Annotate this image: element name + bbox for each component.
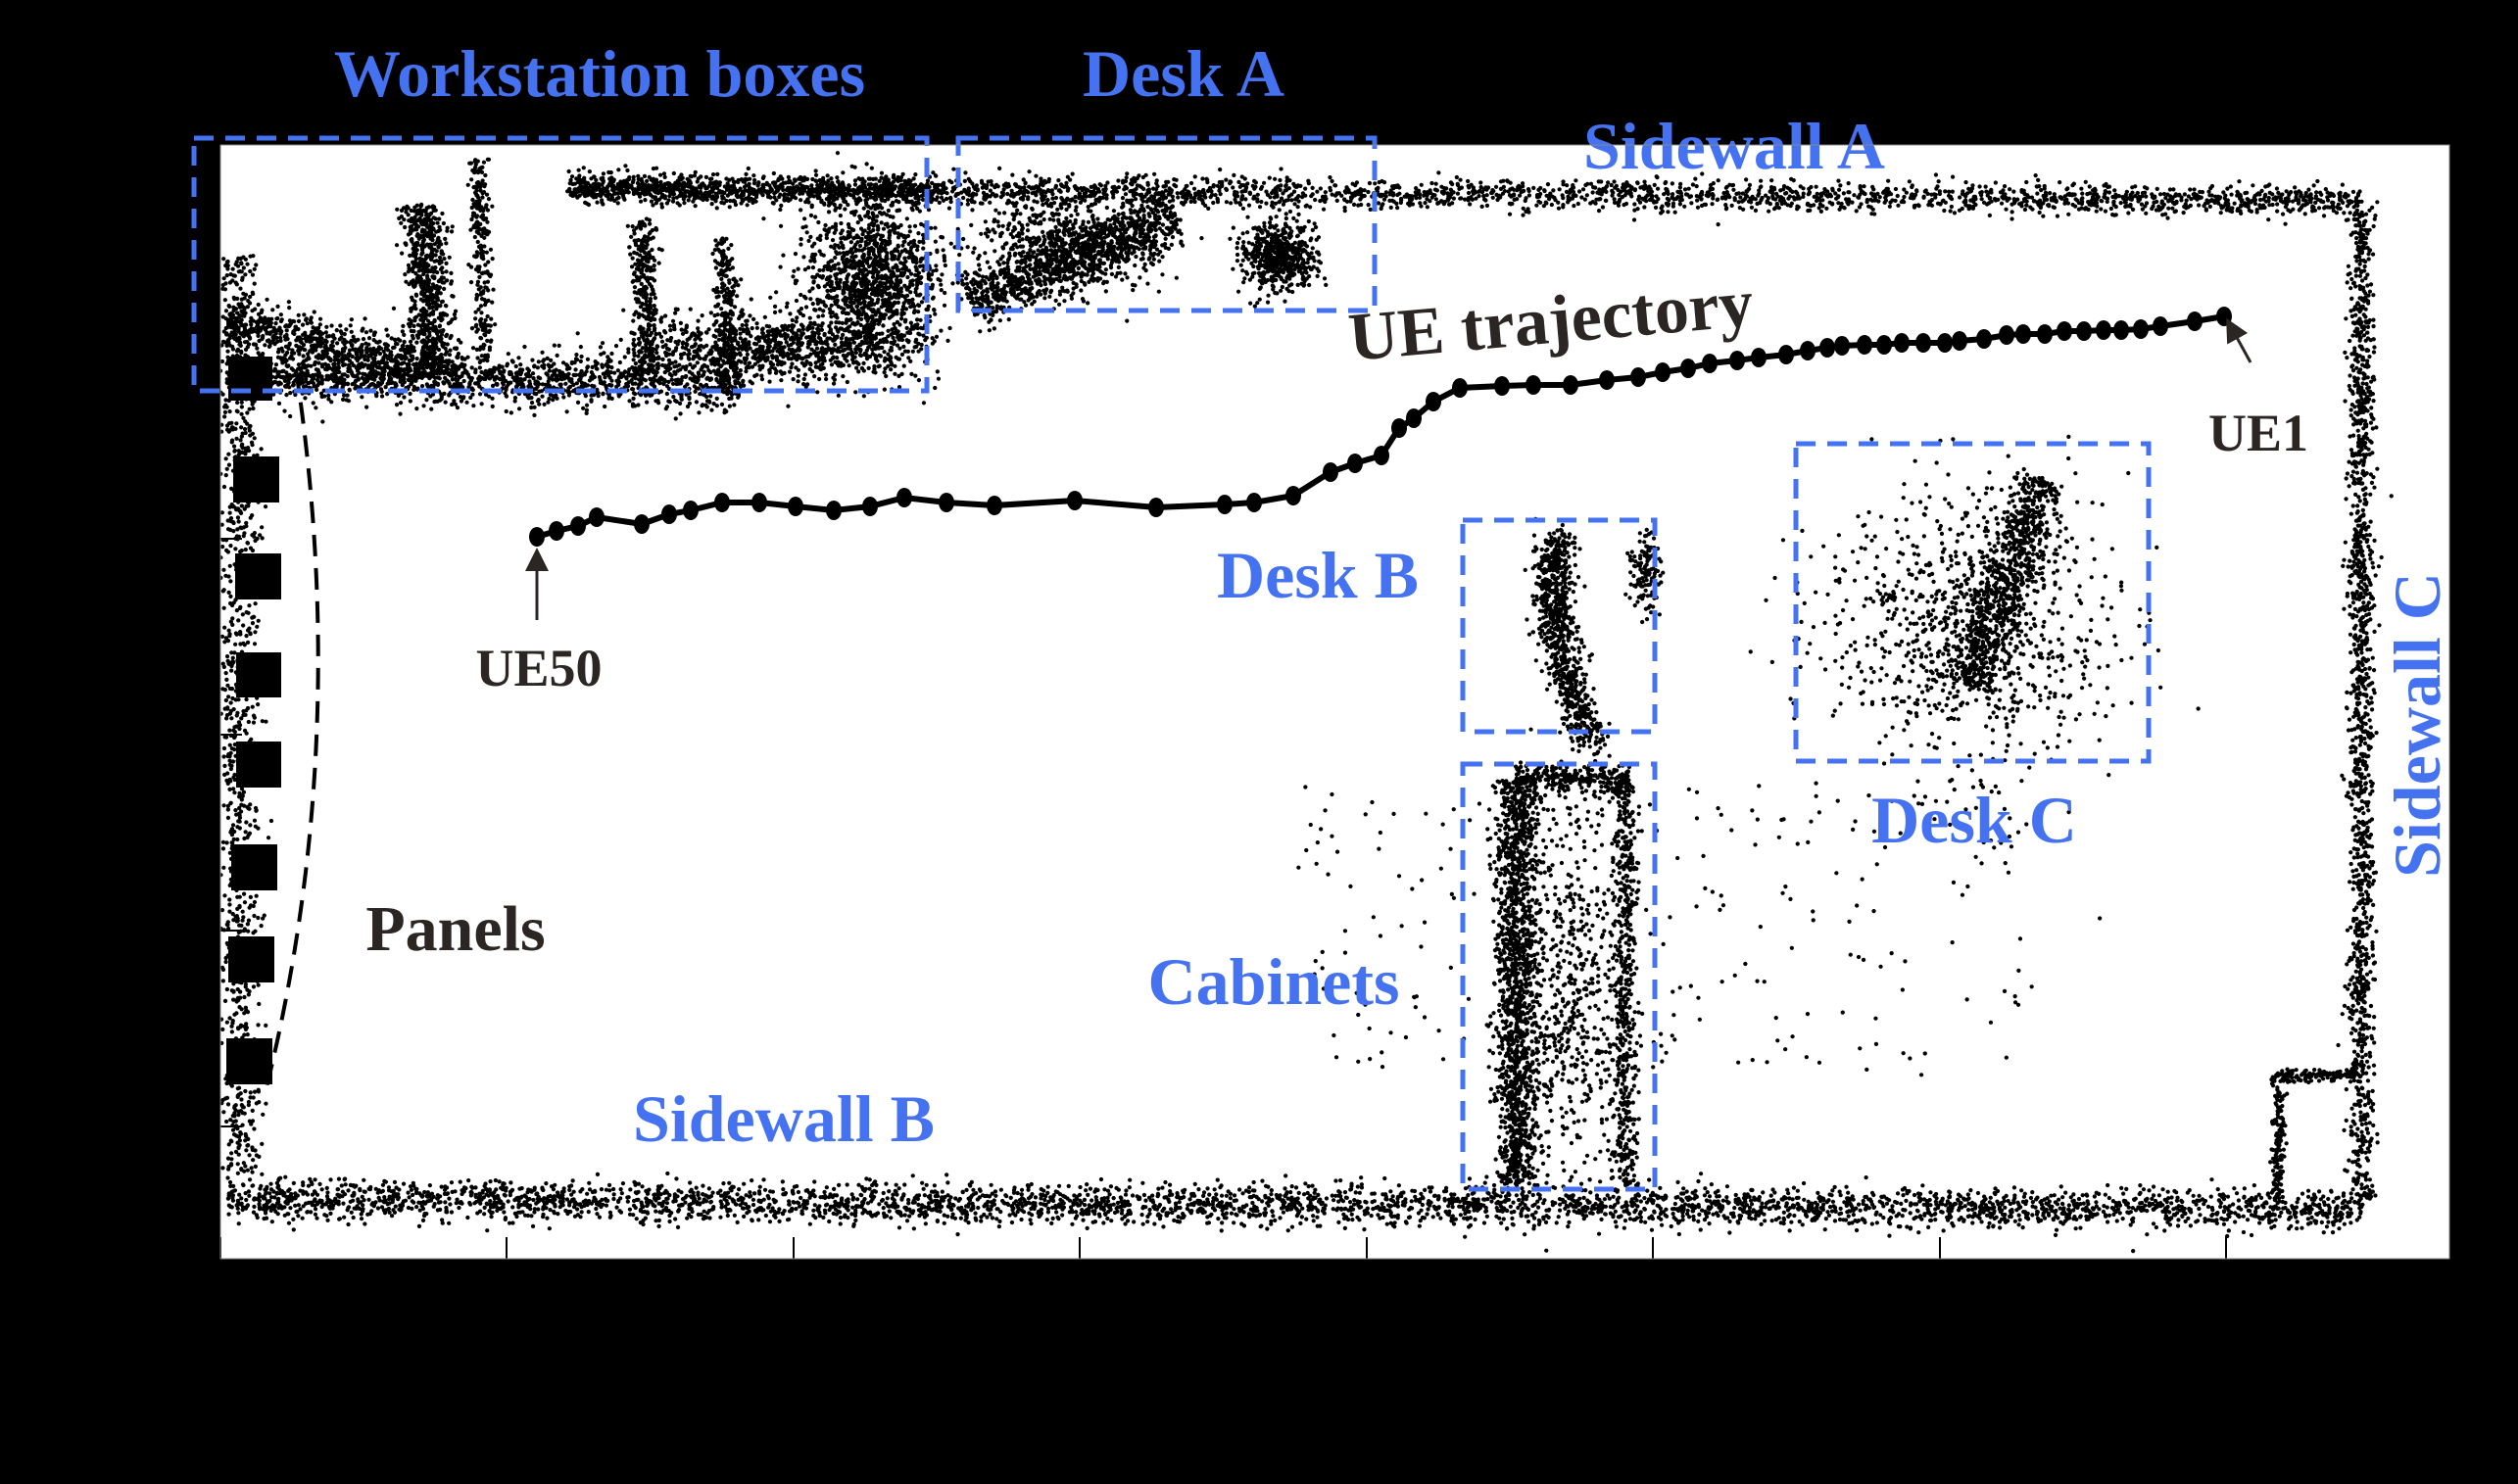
trajectory-point	[2113, 320, 2129, 340]
trajectory-point	[2037, 324, 2053, 344]
trajectory-point	[1148, 498, 1164, 517]
desk-b-label: Desk B	[1217, 538, 1419, 612]
trajectory-point	[683, 501, 699, 520]
trajectory-point	[1426, 392, 1441, 411]
point-cloud-dots	[218, 151, 2394, 1254]
cabinets-label: Cabinets	[1148, 944, 1400, 1019]
panel-element	[231, 844, 277, 890]
trajectory-point	[1563, 375, 1578, 395]
trajectory-point	[1702, 354, 1718, 373]
trajectory-point	[1976, 329, 1992, 349]
plot-border	[219, 144, 2450, 1260]
trajectory-point	[1778, 345, 1794, 364]
trajectory-point	[1999, 325, 2014, 345]
trajectory-point	[2076, 321, 2092, 341]
trajectory-point	[529, 527, 545, 547]
trajectory-point	[788, 497, 803, 516]
panel-element	[236, 742, 281, 788]
sidewall-c-label: Sidewall C	[2380, 572, 2454, 878]
desk-c-box	[1793, 441, 2152, 764]
trajectory-point	[570, 516, 586, 536]
panel-element	[228, 357, 272, 401]
trajectory-point	[1374, 446, 1389, 465]
trajectory-point	[1217, 495, 1233, 514]
panel-element	[235, 553, 281, 599]
trajectory-point	[1937, 333, 1953, 353]
panel-element	[228, 936, 274, 982]
trajectory-point	[2096, 320, 2111, 340]
panel-element	[236, 652, 281, 697]
trajectory-point	[826, 501, 842, 520]
trajectory-point	[1406, 408, 1422, 428]
sidewall-b-label: Sidewall B	[633, 1081, 935, 1156]
trajectory-point	[1347, 454, 1363, 473]
trajectory-point	[1819, 338, 1835, 358]
trajectory-point	[2133, 319, 2149, 339]
trajectory-point	[1452, 378, 1468, 398]
trajectory-point	[634, 514, 650, 534]
ue1-label: UE1	[2208, 404, 2308, 462]
trajectory-point	[589, 507, 605, 527]
ue-trajectory-line	[529, 307, 2232, 547]
trajectory-point	[549, 521, 564, 541]
trajectory-point	[1655, 362, 1671, 382]
trajectory-point	[862, 497, 878, 516]
panel-array	[226, 357, 320, 1096]
annotation-arrows	[525, 317, 2252, 620]
trajectory-point	[2015, 324, 2031, 344]
workstation-boxes-label: Workstation boxes	[334, 36, 865, 111]
trajectory-point	[1246, 493, 1262, 512]
trajectory-point	[714, 493, 730, 512]
ue50-label: UE50	[475, 639, 602, 697]
desk-c-label: Desk C	[1871, 783, 2077, 857]
cabinets-box	[1460, 761, 1658, 1192]
trajectory-point	[2187, 311, 2203, 331]
trajectory-point	[1857, 335, 1872, 355]
trajectory-point	[987, 496, 1002, 515]
trajectory-point	[1952, 331, 1967, 351]
trajectory-point	[1599, 370, 1615, 390]
trajectory-point	[751, 493, 767, 512]
trajectory-point	[1834, 336, 1850, 356]
trajectory-point	[2057, 321, 2072, 341]
trajectory-point	[1285, 486, 1301, 505]
trajectory-point	[1751, 348, 1767, 367]
dashed-object-boxes	[191, 135, 2152, 1192]
trajectory-point	[1323, 462, 1338, 482]
desk-a-label: Desk A	[1083, 36, 1284, 111]
trajectory-point	[661, 504, 677, 524]
trajectory-point	[1525, 375, 1541, 395]
trajectory-point	[1494, 376, 1510, 396]
trajectory-point	[1630, 367, 1646, 387]
trajectory-point	[2153, 316, 2168, 336]
trajectory-point	[1915, 333, 1931, 353]
panels-label: Panels	[365, 893, 545, 965]
desk-a-box	[955, 135, 1378, 313]
trajectory-point	[1800, 341, 1816, 360]
desk-b-box	[1460, 517, 1658, 735]
panels-dashed-curve	[263, 368, 320, 1096]
panel-element	[233, 456, 279, 503]
workstation-boxes-box	[191, 135, 930, 394]
trajectory-point	[1391, 418, 1407, 438]
trajectory-point	[939, 493, 954, 512]
trajectory-point	[1894, 333, 1910, 353]
trajectory-point	[896, 488, 912, 507]
sidewall-a-label: Sidewall A	[1583, 109, 1885, 183]
panel-element	[226, 1038, 272, 1084]
trajectory-point	[1876, 335, 1892, 355]
point-cloud	[218, 151, 2394, 1254]
ue1-arrow	[2226, 317, 2252, 363]
trajectory-point	[1067, 491, 1083, 510]
trajectory-point	[1680, 359, 1696, 378]
trajectory-point	[1729, 351, 1745, 370]
